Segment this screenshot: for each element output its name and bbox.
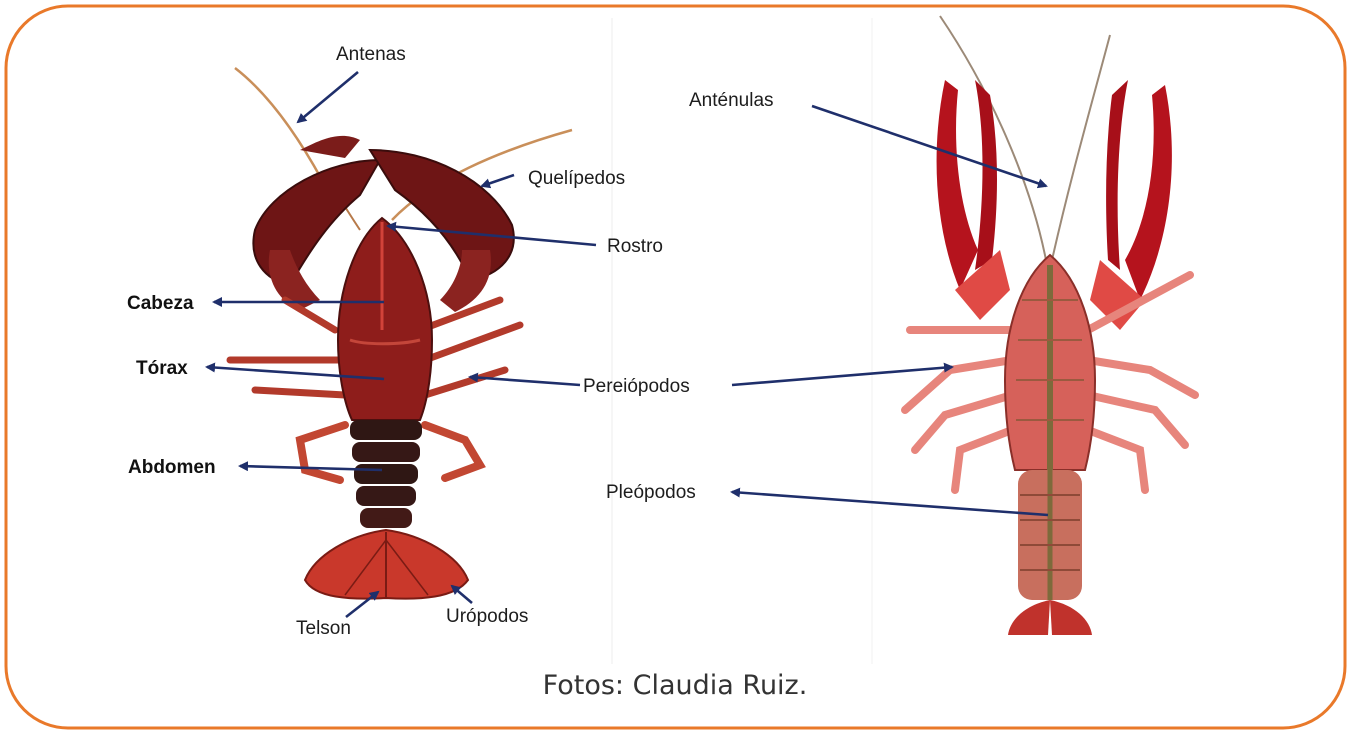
label-abdomen: Abdomen: [128, 457, 216, 478]
label-telson: Telson: [296, 618, 351, 639]
label-antenas: Antenas: [336, 44, 406, 65]
label-quelipedos: Quelípedos: [528, 168, 625, 189]
label-uropodos: Urópodos: [446, 606, 528, 627]
label-cabeza: Cabeza: [127, 293, 194, 314]
label-rostro: Rostro: [607, 236, 663, 257]
label-pleopodos: Pleópodos: [606, 482, 696, 503]
label-antenulas: Anténulas: [689, 90, 774, 111]
label-pereiopodos: Pereiópodos: [583, 376, 690, 397]
label-torax: Tórax: [136, 358, 188, 379]
photo-credit-caption: Fotos: Claudia Ruiz.: [543, 670, 808, 701]
